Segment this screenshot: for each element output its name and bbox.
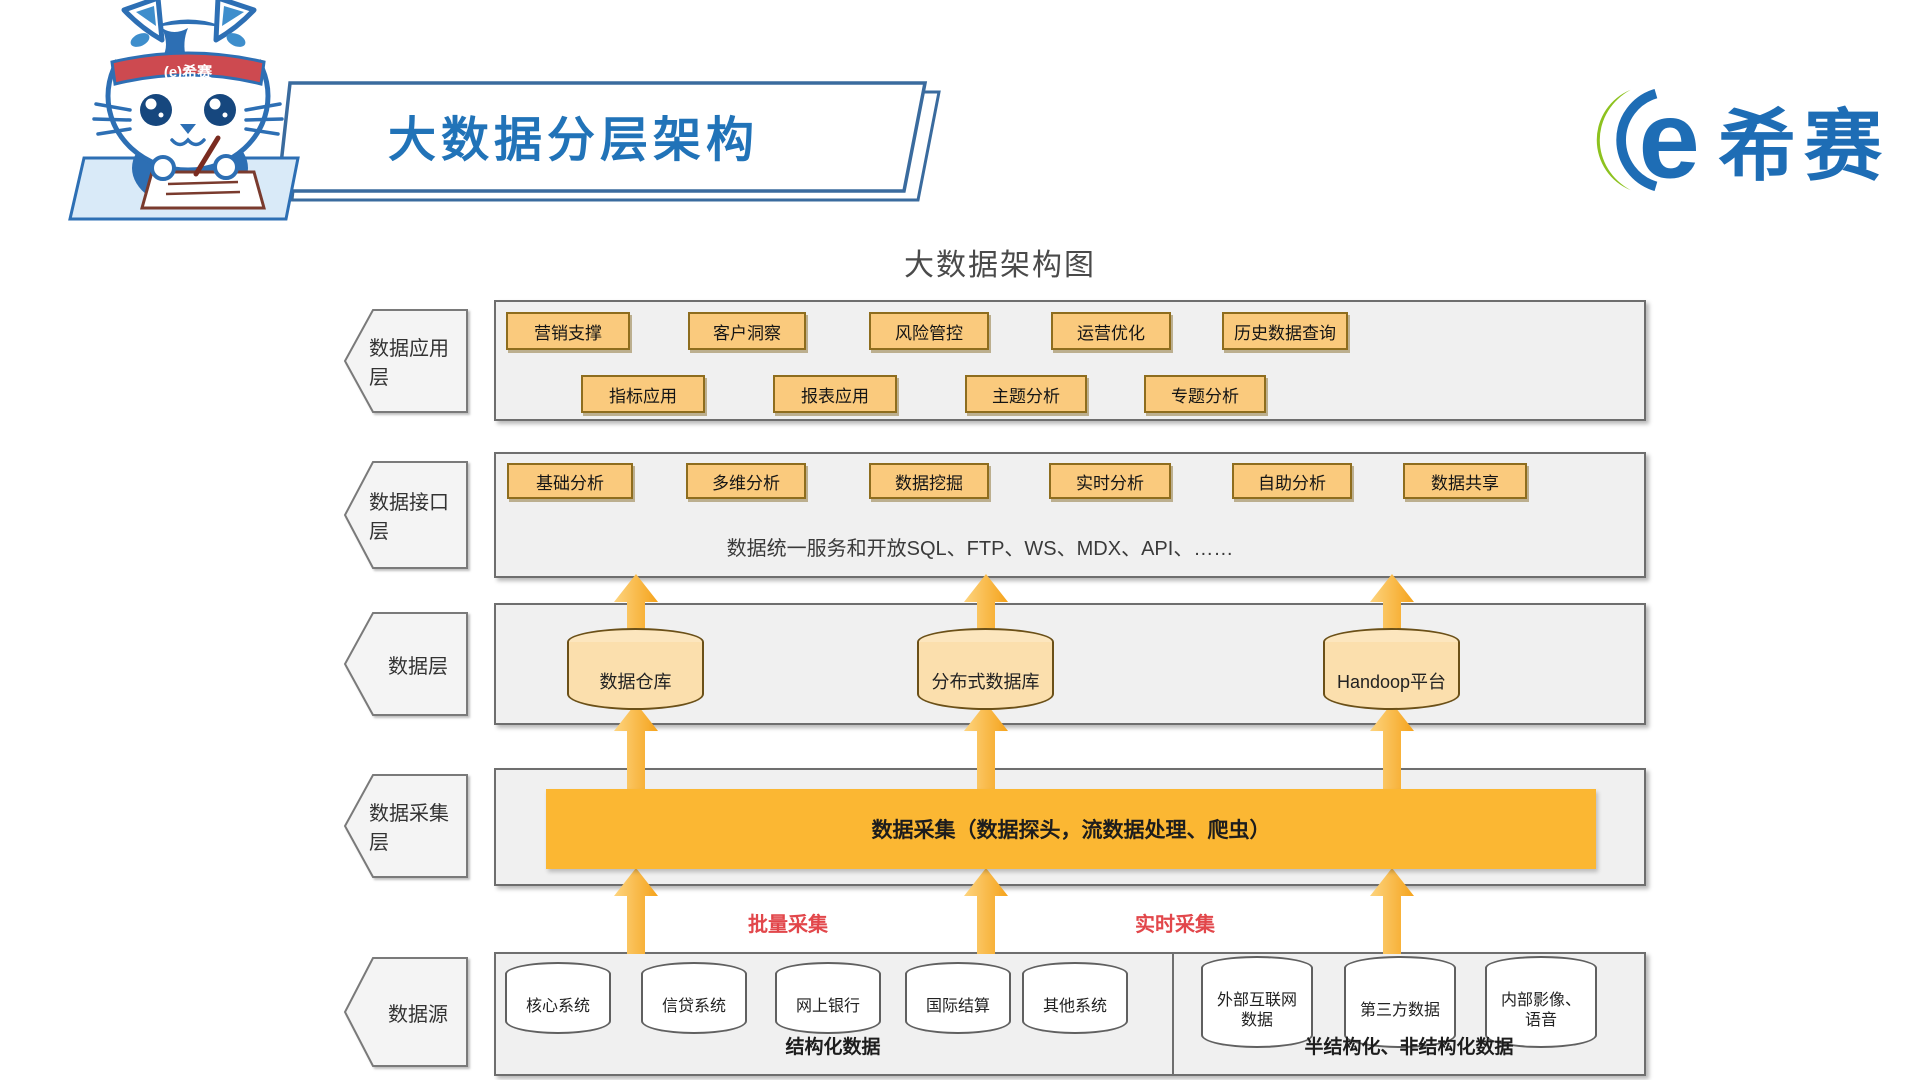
interface-node: 数据挖掘: [869, 463, 989, 499]
structured-caption: 结构化数据: [785, 1037, 881, 1058]
source-divider: [1172, 952, 1174, 1076]
app-node: 专题分析: [1144, 375, 1266, 413]
mascot-band-text: (e)希赛: [164, 63, 213, 81]
flow-label-batch: 批量采集: [748, 914, 828, 936]
data-store-cylinder: Handoop平台: [1323, 628, 1460, 710]
source-cylinder: 国际结算: [905, 962, 1011, 1034]
up-arrow-icon: [614, 868, 658, 954]
layer-tag-interface: 数据接口层: [343, 460, 469, 570]
app-node: 客户洞察: [688, 312, 806, 350]
up-arrow-icon: [614, 574, 658, 648]
up-arrow-icon: [1370, 868, 1414, 954]
brand-logo: e 希赛: [1596, 80, 1890, 200]
mascot-cat-logo: (e)希赛: [68, 0, 300, 221]
app-node: 指标应用: [581, 375, 705, 413]
collection-bar: 数据采集（数据探头，流数据处理、爬虫）: [546, 789, 1596, 869]
up-arrow-icon: [964, 703, 1008, 790]
up-arrow-icon: [614, 703, 658, 790]
layer-tag-collection: 数据采集层: [343, 773, 469, 879]
brand-e-icon: e: [1596, 82, 1700, 198]
source-cylinder: 内部影像、语音: [1485, 956, 1597, 1048]
diagram-title: 大数据架构图: [904, 249, 1096, 282]
layer-tag-app: 数据应用层: [343, 308, 469, 414]
unstructured-caption: 半结构化、非结构化数据: [1304, 1037, 1514, 1058]
data-store-cylinder: 分布式数据库: [917, 628, 1054, 710]
layer-tag-data: 数据层: [343, 611, 469, 717]
interface-node: 数据共享: [1403, 463, 1527, 499]
app-node: 风险管控: [869, 312, 989, 350]
svg-text:e: e: [1639, 82, 1700, 198]
up-arrow-icon: [964, 574, 1008, 648]
interface-node: 实时分析: [1049, 463, 1171, 499]
app-node: 运营优化: [1051, 312, 1171, 350]
page-title: 大数据分层架构: [388, 114, 760, 167]
brand-text: 希赛: [1718, 102, 1891, 190]
app-node: 营销支撑: [506, 312, 630, 350]
up-arrow-icon: [964, 868, 1008, 954]
app-node: 历史数据查询: [1222, 312, 1348, 350]
source-cylinder: 网上银行: [775, 962, 881, 1034]
source-cylinder: 核心系统: [505, 962, 611, 1034]
interface-node: 自助分析: [1232, 463, 1352, 499]
app-node: 报表应用: [773, 375, 897, 413]
app-node: 主题分析: [965, 375, 1087, 413]
interface-node: 基础分析: [507, 463, 633, 499]
flow-label-realtime: 实时采集: [1135, 914, 1215, 936]
source-cylinder: 其他系统: [1022, 962, 1128, 1034]
source-cylinder: 外部互联网数据: [1201, 956, 1313, 1048]
source-cylinder: 信贷系统: [641, 962, 747, 1034]
data-store-cylinder: 数据仓库: [567, 628, 704, 710]
interface-node: 多维分析: [686, 463, 806, 499]
source-cylinder: 第三方数据: [1344, 956, 1456, 1048]
up-arrow-icon: [1370, 703, 1414, 790]
up-arrow-icon: [1370, 574, 1414, 648]
layer-tag-source: 数据源: [343, 956, 469, 1068]
interface-note: 数据统一服务和开放SQL、FTP、WS、MDX、API、……: [726, 538, 1234, 560]
